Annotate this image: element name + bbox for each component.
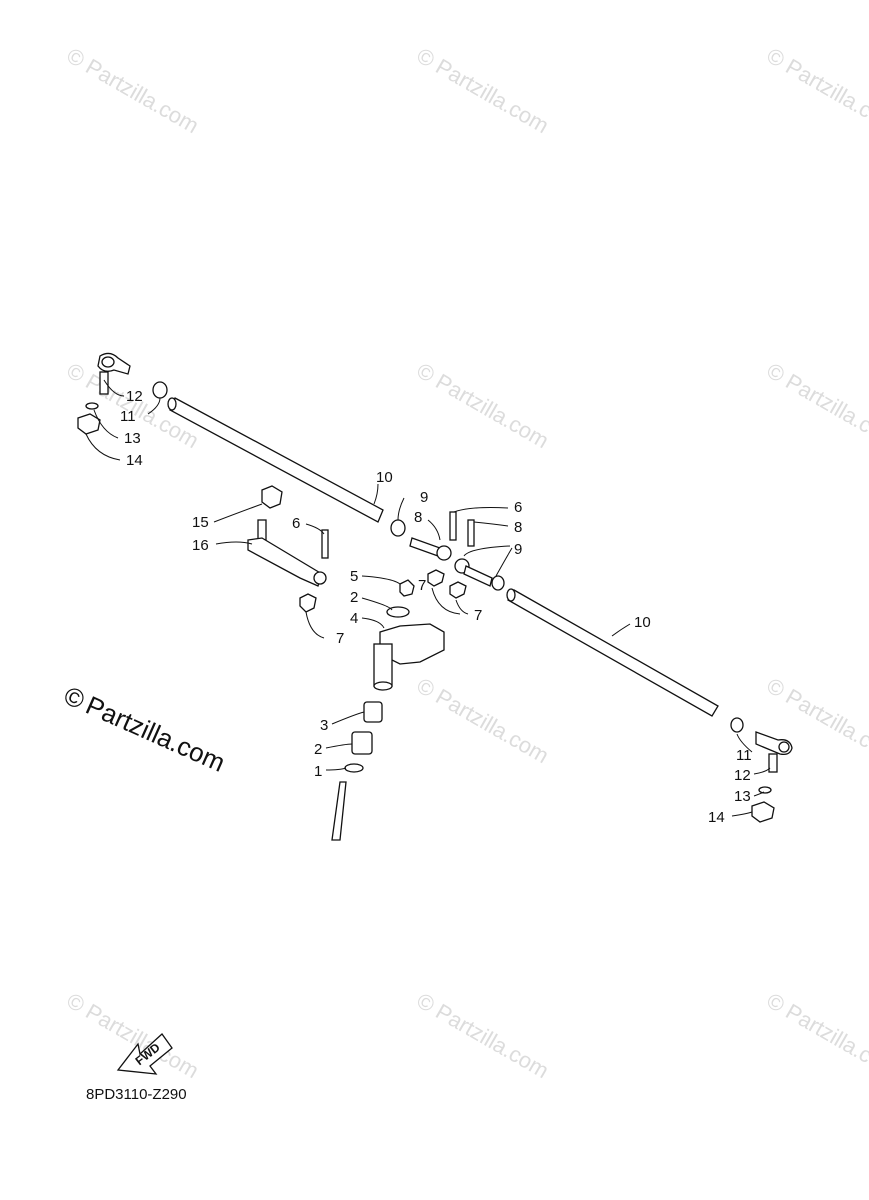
- right-rod-end-cap: [506, 588, 516, 602]
- right-tie-rod: [507, 589, 719, 717]
- left-nut: [77, 413, 101, 435]
- callout-10-right: 10: [634, 614, 651, 631]
- callout-5: 5: [350, 568, 358, 585]
- right-stud: [768, 753, 778, 773]
- fwd-arrow-shape: [116, 1033, 173, 1075]
- bracket-washer-top: [386, 606, 410, 618]
- callout-4: 4: [350, 610, 358, 627]
- diagram-code: 8PD3110-Z290: [86, 1086, 187, 1103]
- watermark-text: Partzilla.com: [782, 684, 869, 769]
- callout-7-right: 7: [474, 607, 482, 624]
- callout-11-right: 11: [736, 747, 752, 764]
- steering-shaft: [373, 643, 393, 687]
- watermark-text: Partzilla.com: [432, 369, 554, 454]
- callout-14-right: 14: [708, 809, 725, 826]
- bushing-lower: [351, 731, 373, 755]
- callout-8-right: 8: [514, 519, 522, 536]
- center-right-lock-nut: [491, 575, 505, 591]
- watermark-text: Partzilla.com: [782, 369, 869, 454]
- left-tie-rod-assembly: [77, 352, 452, 561]
- left-washer: [85, 402, 99, 410]
- relay-nut-top: [261, 485, 283, 509]
- center-bolt-right: [467, 519, 475, 547]
- main-watermark-text: Partzilla.com: [81, 690, 229, 778]
- center-fasteners: [427, 511, 475, 599]
- steering-bracket-assembly: [331, 579, 445, 841]
- callout-2-bottom: 2: [314, 741, 322, 758]
- right-washer: [758, 786, 772, 794]
- watermark-text: Partzilla.com: [82, 54, 204, 139]
- callout-3: 3: [320, 717, 328, 734]
- left-ball-joint: [101, 356, 115, 368]
- left-stud: [99, 371, 109, 395]
- bracket-washer-bottom: [344, 763, 364, 773]
- right-lock-nut: [730, 717, 744, 733]
- callout-9-left: 9: [420, 489, 428, 506]
- relay-rod: [247, 537, 323, 587]
- relay-rod-assembly: [247, 485, 329, 613]
- callout-13-right: 13: [734, 788, 751, 805]
- callout-16: 16: [192, 537, 209, 554]
- callout-6-left: 6: [292, 515, 300, 532]
- watermark-text: Partzilla.com: [782, 54, 869, 139]
- callout-2-top: 2: [350, 589, 358, 606]
- right-nut: [751, 801, 775, 823]
- shaft-bottom: [373, 681, 393, 691]
- right-tie-rod-assembly: [454, 558, 793, 823]
- main-watermark: © Partzilla.com: [60, 680, 230, 778]
- watermark-text: Partzilla.com: [432, 54, 554, 139]
- watermark-text: Partzilla.com: [782, 999, 869, 1084]
- callout-1: 1: [314, 763, 322, 780]
- callout-10-left: 10: [376, 469, 393, 486]
- center-left-ball-joint: [436, 545, 452, 561]
- relay-nut-bottom: [299, 593, 317, 613]
- watermark-text: Partzilla.com: [432, 684, 554, 769]
- callout-12-right: 12: [734, 767, 751, 784]
- leader-lines: [85, 379, 771, 817]
- center-nut-left: [427, 569, 445, 587]
- center-bolt-left: [449, 511, 457, 541]
- bracket-nut: [399, 579, 415, 597]
- watermark-text: Partzilla.com: [432, 999, 554, 1084]
- relay-bolt: [321, 529, 329, 559]
- callout-8-left: 8: [414, 509, 422, 526]
- left-lock-nut: [152, 381, 168, 399]
- bushing-upper: [363, 701, 383, 723]
- left-rod-end-cap: [167, 397, 177, 411]
- callout-9-right: 9: [514, 541, 522, 558]
- callout-7-center: 7: [418, 577, 426, 594]
- callout-7-left: 7: [336, 630, 344, 647]
- center-nut-right: [449, 581, 467, 599]
- callout-14-left: 14: [126, 452, 143, 469]
- center-right-threaded-end: [463, 565, 493, 587]
- center-left-lock-nut: [390, 519, 406, 537]
- callout-13-left: 13: [124, 430, 141, 447]
- long-bolt: [331, 781, 347, 841]
- relay-rod-end: [313, 571, 327, 585]
- callout-11-left: 11: [120, 408, 136, 425]
- callout-6-right: 6: [514, 499, 522, 516]
- relay-stud: [257, 519, 267, 541]
- callout-15: 15: [192, 514, 209, 531]
- right-ball-joint: [778, 741, 790, 753]
- callout-12-left: 12: [126, 388, 143, 405]
- center-left-threaded-end: [409, 537, 441, 557]
- callout-labels: 12 11 13 14 10 9 8 6 8 9 7 15 16 6 7 5 2…: [120, 388, 752, 826]
